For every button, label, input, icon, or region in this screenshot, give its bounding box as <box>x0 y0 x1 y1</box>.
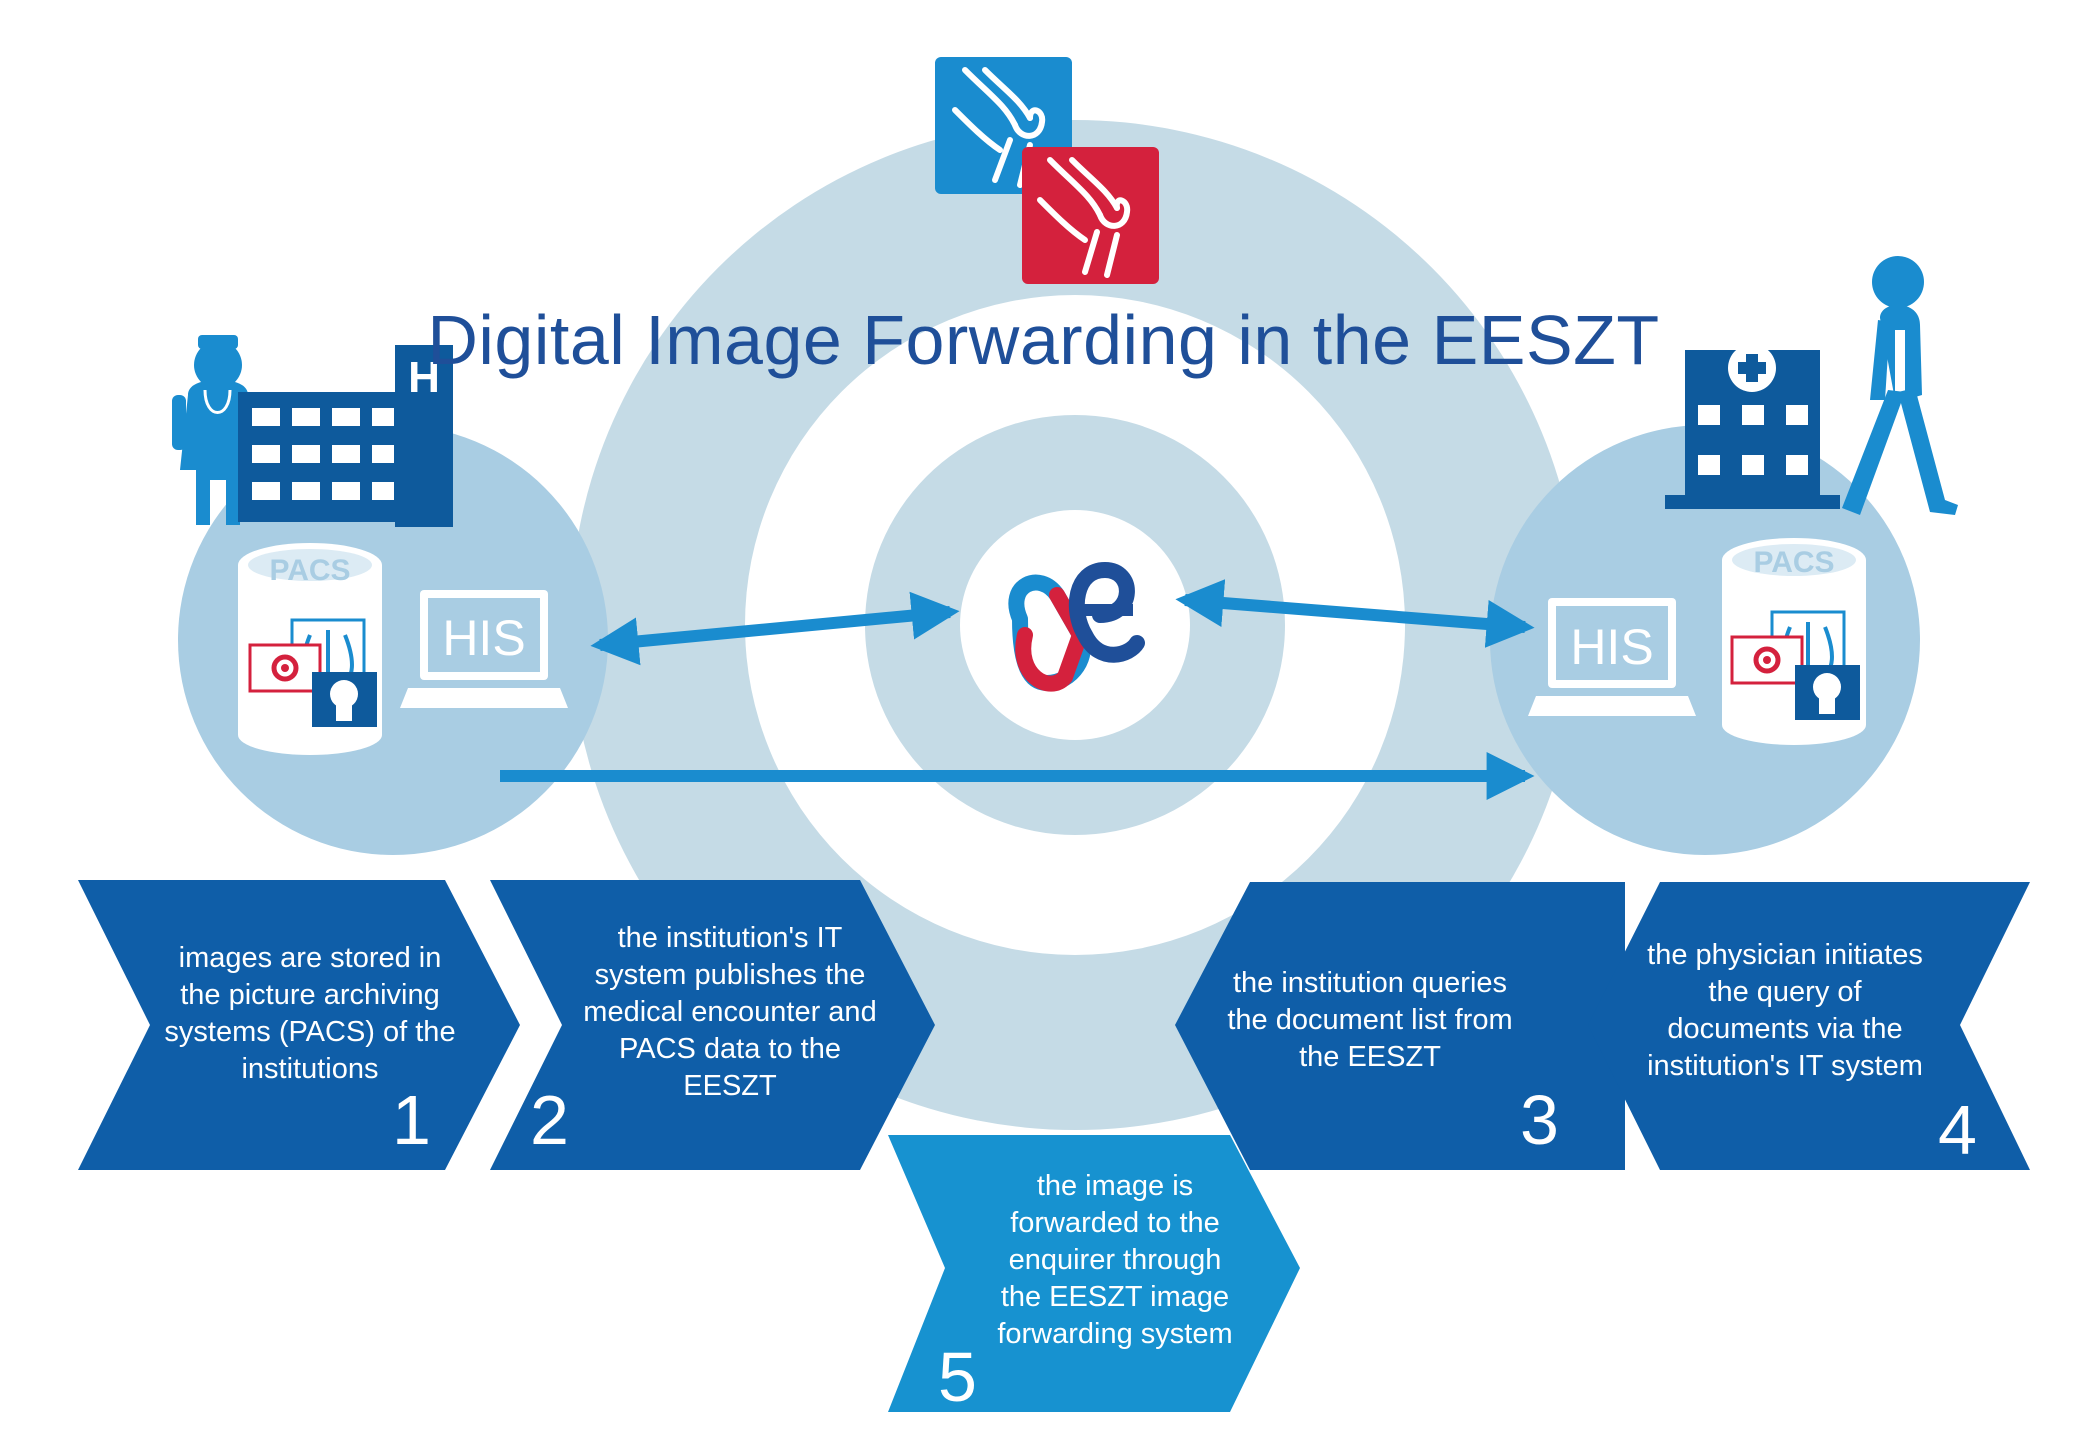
step-5-number: 5 <box>938 1338 977 1416</box>
step-4-number: 4 <box>1938 1091 1977 1169</box>
step-2-number: 2 <box>530 1081 569 1159</box>
left-exchange-arrow <box>590 591 960 666</box>
right-pacs-label: PACS <box>1753 546 1834 579</box>
step-3-number: 3 <box>1520 1081 1559 1159</box>
left-pacs-label: PACS <box>269 554 350 587</box>
step-5-text: the image is forwarded to the enquirer t… <box>997 1170 1233 1350</box>
step-3-text: the institution queries the document lis… <box>1227 967 1513 1073</box>
right-site-circle <box>1490 425 1920 855</box>
step-4-chevron <box>1588 882 2030 1170</box>
step-2-chevron <box>490 880 935 1170</box>
eeszt-logo-icon <box>1008 561 1145 692</box>
right-exchange-arrow <box>1175 579 1535 648</box>
page-title: Digital Image Forwarding in the EESZT <box>427 301 1660 379</box>
step-3-chevron <box>1175 882 1625 1170</box>
knee-xray-red-icon <box>1022 147 1159 284</box>
step-4-text: the physician initiates the query of doc… <box>1647 939 1923 1082</box>
left-his-label: HIS <box>442 610 525 666</box>
his-monitor-icon <box>400 590 568 708</box>
step-5-chevron <box>888 1135 1300 1412</box>
right-his-label: HIS <box>1570 619 1653 675</box>
walking-patient-icon <box>1842 256 1958 515</box>
pacs-server-icon <box>238 543 382 755</box>
hospital-letter: H <box>408 353 440 402</box>
hospital-building-icon <box>238 345 453 527</box>
clinic-building-icon <box>1665 344 1840 509</box>
step-1-chevron <box>78 880 520 1170</box>
step-1-text: images are stored in the picture archivi… <box>164 942 456 1085</box>
pacs-server-icon <box>1722 538 1866 745</box>
his-monitor-icon <box>1528 598 1696 716</box>
step-1-number: 1 <box>392 1081 431 1159</box>
step-2-text: the institution's IT system publishes th… <box>583 922 877 1102</box>
